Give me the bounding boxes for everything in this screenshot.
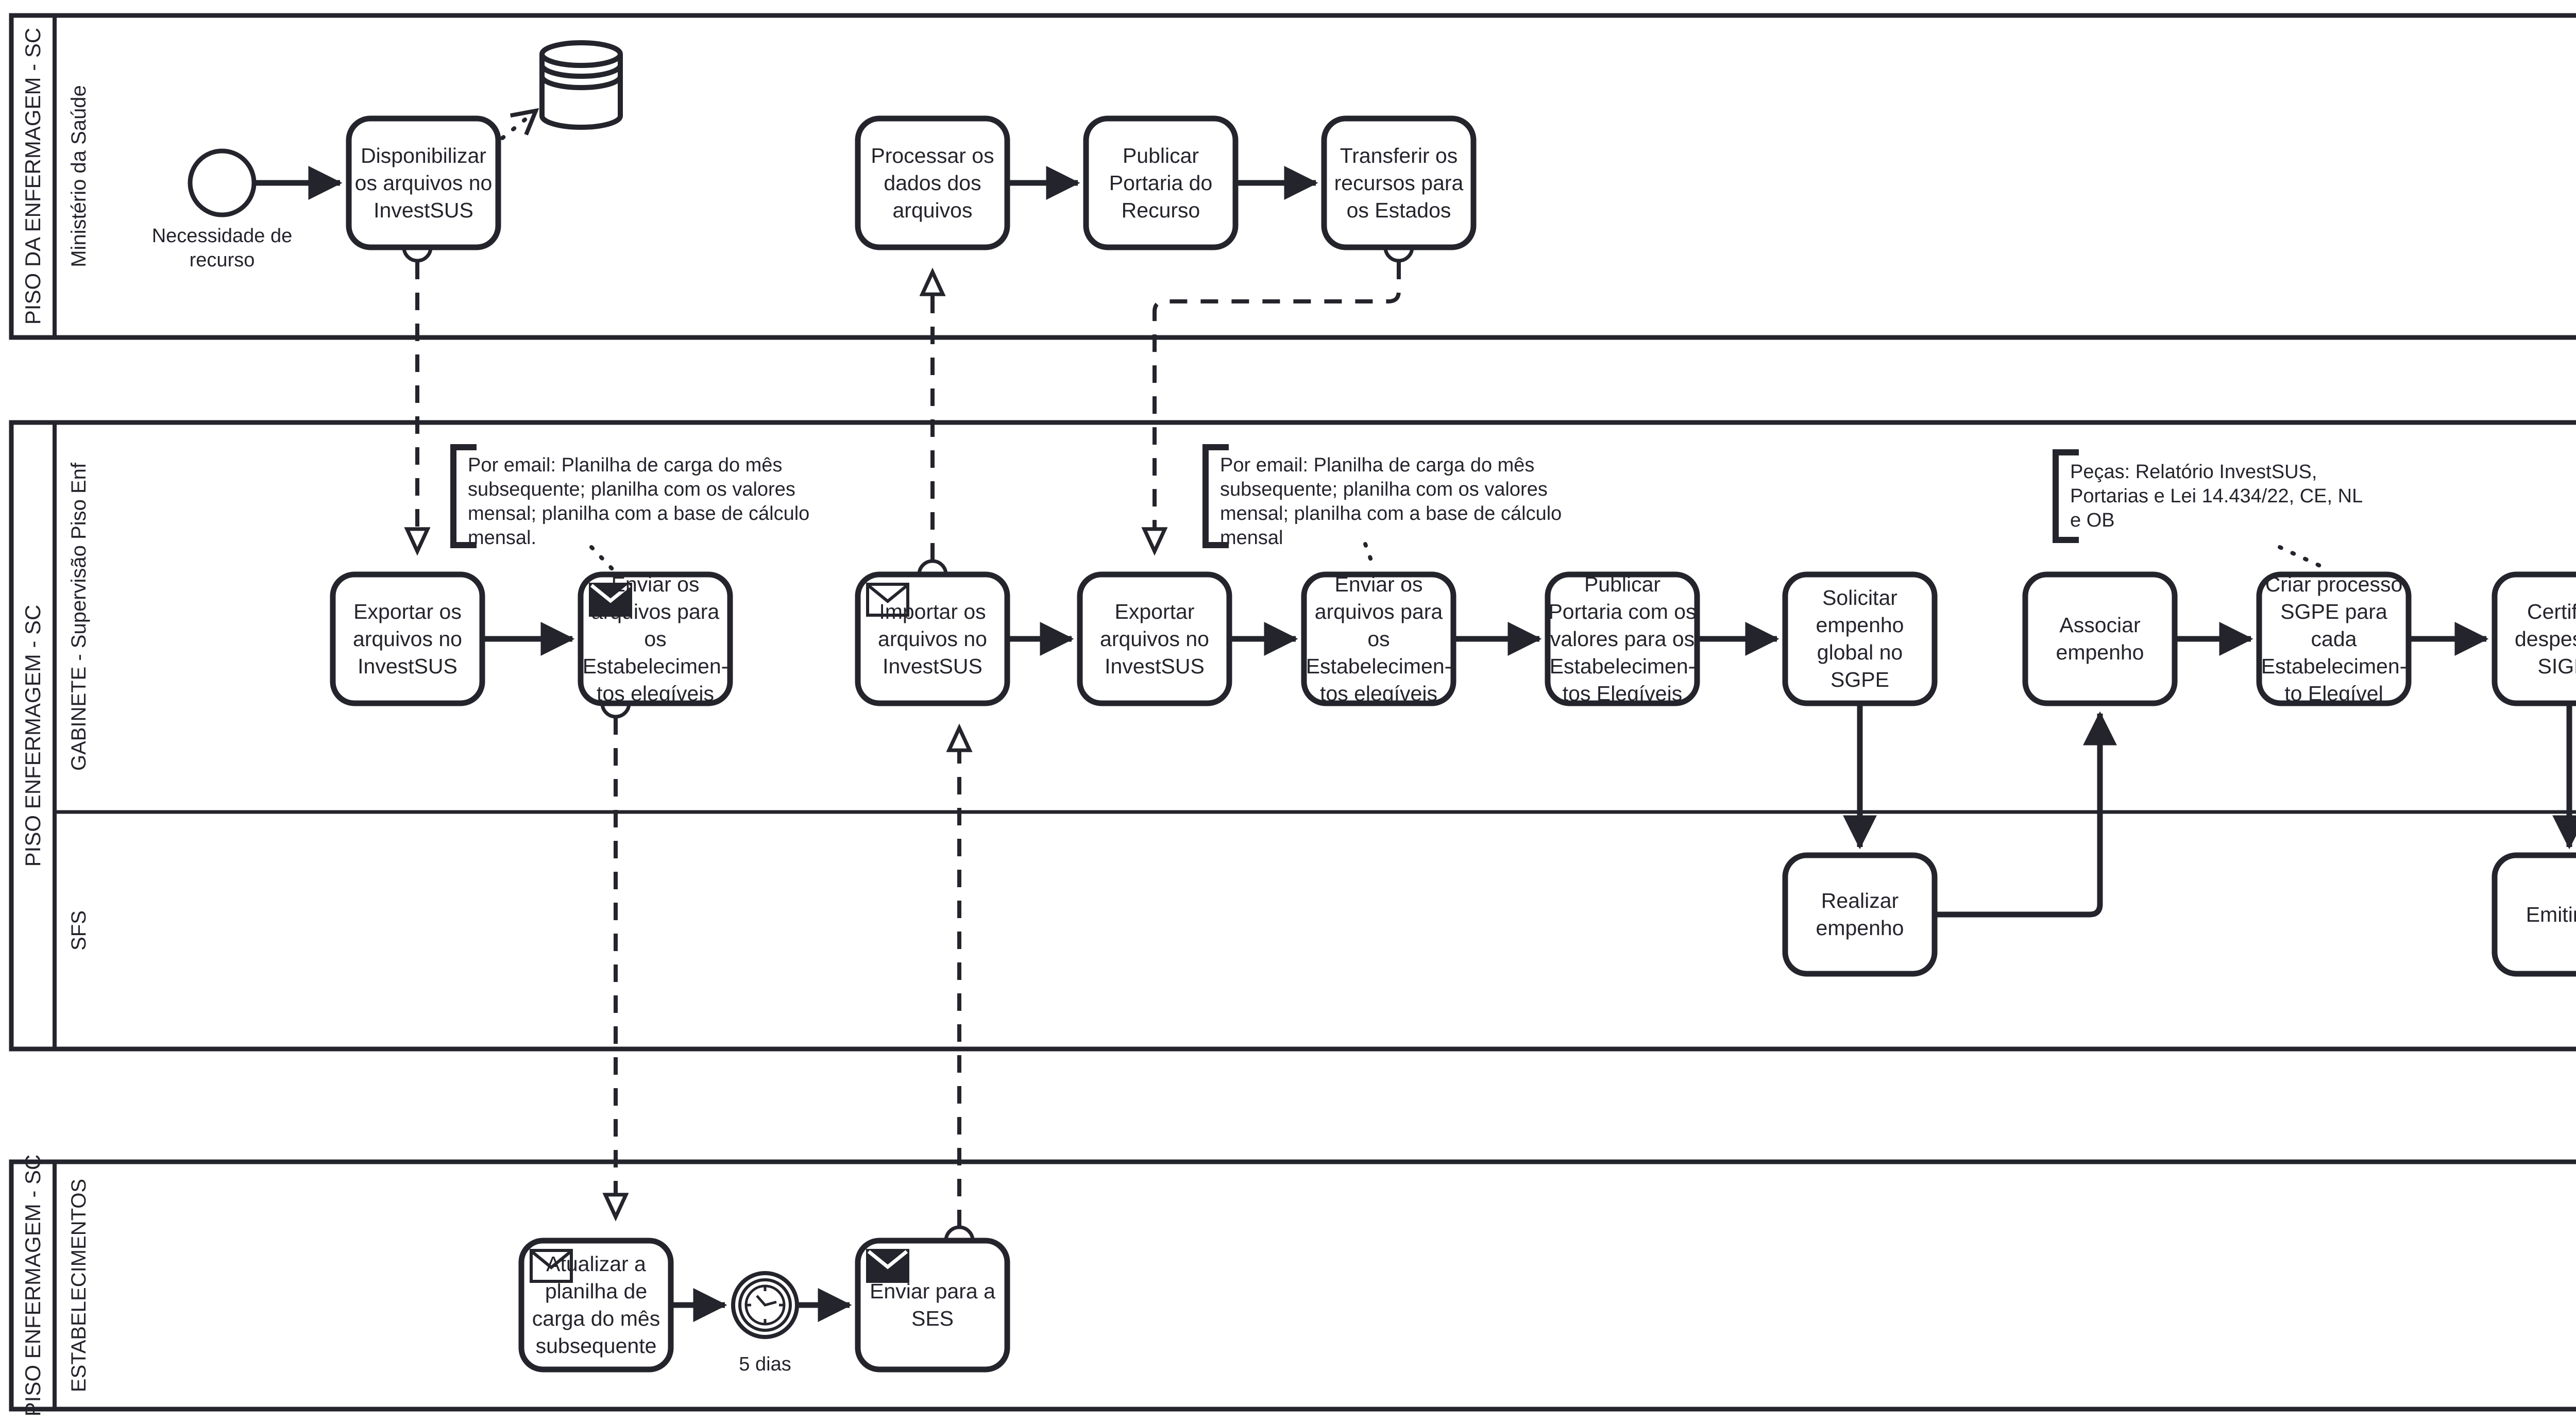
annotation-bracket bbox=[450, 444, 477, 548]
timer-event-label: 5 dias bbox=[739, 1353, 791, 1375]
pool-piso-enfermagem-sc: PISO ENFERMAGEM - SC GABINETE - Supervis… bbox=[9, 420, 2576, 1052]
task-criar-box[interactable] bbox=[2256, 571, 2412, 706]
task-publicar-valores-box[interactable] bbox=[1545, 571, 1700, 706]
annotation-pecas: Peças: Relatório InvestSUS,Portarias e L… bbox=[2053, 449, 2363, 543]
lane-ministerio-da-saude-label: Ministério da Saúde bbox=[67, 85, 90, 267]
msgflow-transferir-to-exportar2 bbox=[1155, 262, 1401, 551]
database-icon[interactable] bbox=[539, 40, 623, 130]
task-enviar2-box[interactable] bbox=[1301, 571, 1456, 706]
task-emitir-nl-box[interactable] bbox=[2492, 852, 2576, 977]
lane-estabelecimentos-label: ESTABELECIMENTOS bbox=[67, 1179, 90, 1392]
task-disponibilizar-box[interactable] bbox=[346, 115, 501, 250]
pool-1-border bbox=[9, 13, 2576, 340]
sequence-flows bbox=[255, 166, 2576, 1322]
start-event-circle[interactable] bbox=[188, 148, 257, 217]
task-certificar-label: Certificardespesa noSIGEF bbox=[2515, 600, 2576, 678]
clock-icon bbox=[744, 1284, 786, 1326]
assoc-annotation1-to-enviar1 bbox=[589, 545, 615, 572]
pool-2-border bbox=[9, 420, 2576, 1052]
task-emitir-nl-label: Emitir NL bbox=[2526, 903, 2576, 926]
pool-2-title: PISO ENFERMAGEM - SC bbox=[21, 605, 45, 867]
task-exportar2-box[interactable] bbox=[1077, 571, 1232, 706]
task-associar-box[interactable] bbox=[2022, 571, 2178, 706]
annotation-bracket bbox=[2053, 449, 2079, 543]
task-certificar-box[interactable] bbox=[2492, 571, 2576, 706]
message-flows bbox=[402, 232, 1414, 1256]
timer-event-5-dias[interactable]: 5 dias bbox=[731, 1271, 799, 1375]
task-processar-box[interactable] bbox=[855, 115, 1010, 250]
task-realizar-box[interactable] bbox=[1782, 852, 1938, 977]
task-emitir-nl[interactable]: Emitir NL bbox=[2492, 852, 2576, 977]
pool-piso-da-enfermagem-ms: PISO DA ENFERMAGEM - SC Ministério da Sa… bbox=[9, 13, 2576, 340]
pool-piso-enfermagem-estabelecimentos: PISO ENFERMAGEM - SC ESTABELECIMENTOS bbox=[9, 1155, 2576, 1417]
assoc-annotation3-to-criar bbox=[2278, 545, 2331, 572]
task-solicitar-box[interactable] bbox=[1782, 571, 1938, 706]
pool-1-title: PISO DA ENFERMAGEM - SC bbox=[21, 28, 45, 325]
associations bbox=[500, 108, 2331, 572]
flow-realizar-to-associar bbox=[1935, 711, 2117, 918]
task-exportar1-box[interactable] bbox=[330, 571, 485, 706]
assoc-annotation2-to-enviar2 bbox=[1363, 542, 1377, 572]
lane-gabinete-label: GABINETE - Supervisão Piso Enf bbox=[67, 462, 90, 771]
task-certificar-despesa[interactable]: Certificardespesa noSIGEF bbox=[2492, 571, 2576, 706]
lane-sfs-label: SFS bbox=[67, 910, 90, 951]
pool-3-title: PISO ENFERMAGEM - SC bbox=[21, 1155, 45, 1417]
pool-3-border bbox=[9, 1159, 2576, 1412]
message-icon-filled bbox=[866, 1249, 909, 1283]
assoc-disponibilizar-to-database bbox=[500, 108, 539, 140]
task-transferir-box[interactable] bbox=[1321, 115, 1477, 250]
task-publicar-recurso-box[interactable] bbox=[1083, 115, 1239, 250]
annotation-3-text: Peças: Relatório InvestSUS,Portarias e L… bbox=[2070, 461, 2363, 531]
annotation-bracket bbox=[1202, 444, 1229, 548]
